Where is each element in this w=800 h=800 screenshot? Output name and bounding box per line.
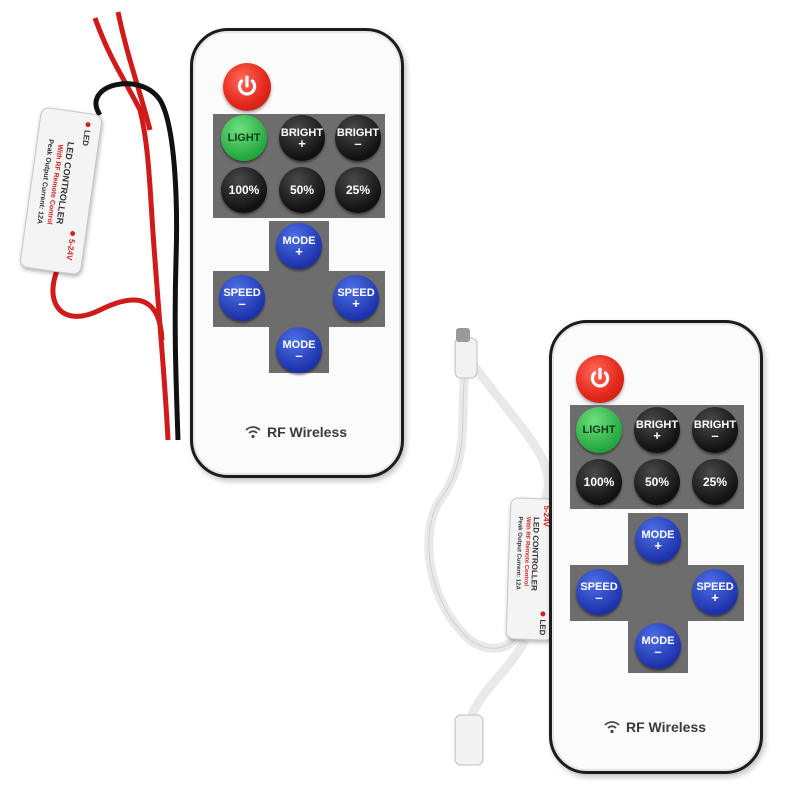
mode-down-button[interactable]: MODE –: [276, 327, 322, 373]
level-50-button-2[interactable]: 50%: [634, 459, 680, 505]
power-icon: [590, 367, 610, 388]
black-wire: [93, 81, 181, 441]
bright-down-button[interactable]: BRIGHT –: [335, 115, 381, 161]
light-button[interactable]: LIGHT: [221, 115, 267, 161]
remote-control-2: LIGHT BRIGHT + BRIGHT – 100% 50% 25% MOD…: [549, 320, 763, 774]
white-cable-2: [466, 357, 553, 502]
bright-up-button[interactable]: BRIGHT +: [279, 115, 325, 161]
dc-plug-female: [454, 714, 484, 766]
power-button[interactable]: [223, 63, 271, 111]
red-wire-top: [92, 17, 171, 441]
white-cable-3: [465, 637, 530, 722]
controller-voltage: 5-24V: [64, 238, 77, 261]
brand-label: RF Wireless: [245, 424, 347, 440]
level-100-button[interactable]: 100%: [221, 167, 267, 213]
speed-up-button[interactable]: SPEED +: [333, 275, 379, 321]
wifi-icon: [604, 721, 620, 734]
level-25-button[interactable]: 25%: [335, 167, 381, 213]
bright-up-button-2[interactable]: BRIGHT +: [634, 407, 680, 453]
power-button-2[interactable]: [576, 355, 624, 403]
red-wire-loop: [50, 258, 165, 341]
bright-down-button-2[interactable]: BRIGHT –: [692, 407, 738, 453]
controller-led-label: LED: [80, 129, 92, 147]
level-100-button-2[interactable]: 100%: [576, 459, 622, 505]
mode-down-button-2[interactable]: MODE –: [635, 623, 681, 669]
brand-text-2: RF Wireless: [626, 719, 707, 735]
controller-2-rating: Peak Output Current: 12A: [514, 516, 523, 590]
wifi-icon: [245, 426, 261, 439]
dc-plug-male: [454, 337, 478, 379]
mode-up-button-2[interactable]: MODE +: [635, 517, 681, 563]
speed-down-button-2[interactable]: SPEED –: [576, 569, 622, 615]
controller-2-led-label: LED: [537, 619, 548, 636]
level-25-button-2[interactable]: 25%: [692, 459, 738, 505]
red-wire-top-2: [115, 11, 153, 131]
speed-down-button[interactable]: SPEED –: [219, 275, 265, 321]
brand-label-2: RF Wireless: [604, 719, 706, 735]
remote-control-1: LIGHT BRIGHT + BRIGHT – 100% 50% 25% MOD…: [190, 28, 404, 478]
speed-up-button-2[interactable]: SPEED +: [692, 569, 738, 615]
power-icon: [237, 75, 257, 96]
level-50-button[interactable]: 50%: [279, 167, 325, 213]
brand-text: RF Wireless: [267, 424, 348, 440]
mode-up-button[interactable]: MODE +: [276, 223, 322, 269]
controller-2-title: LED CONTROLLER: [529, 516, 541, 592]
light-button-2[interactable]: LIGHT: [576, 407, 622, 453]
